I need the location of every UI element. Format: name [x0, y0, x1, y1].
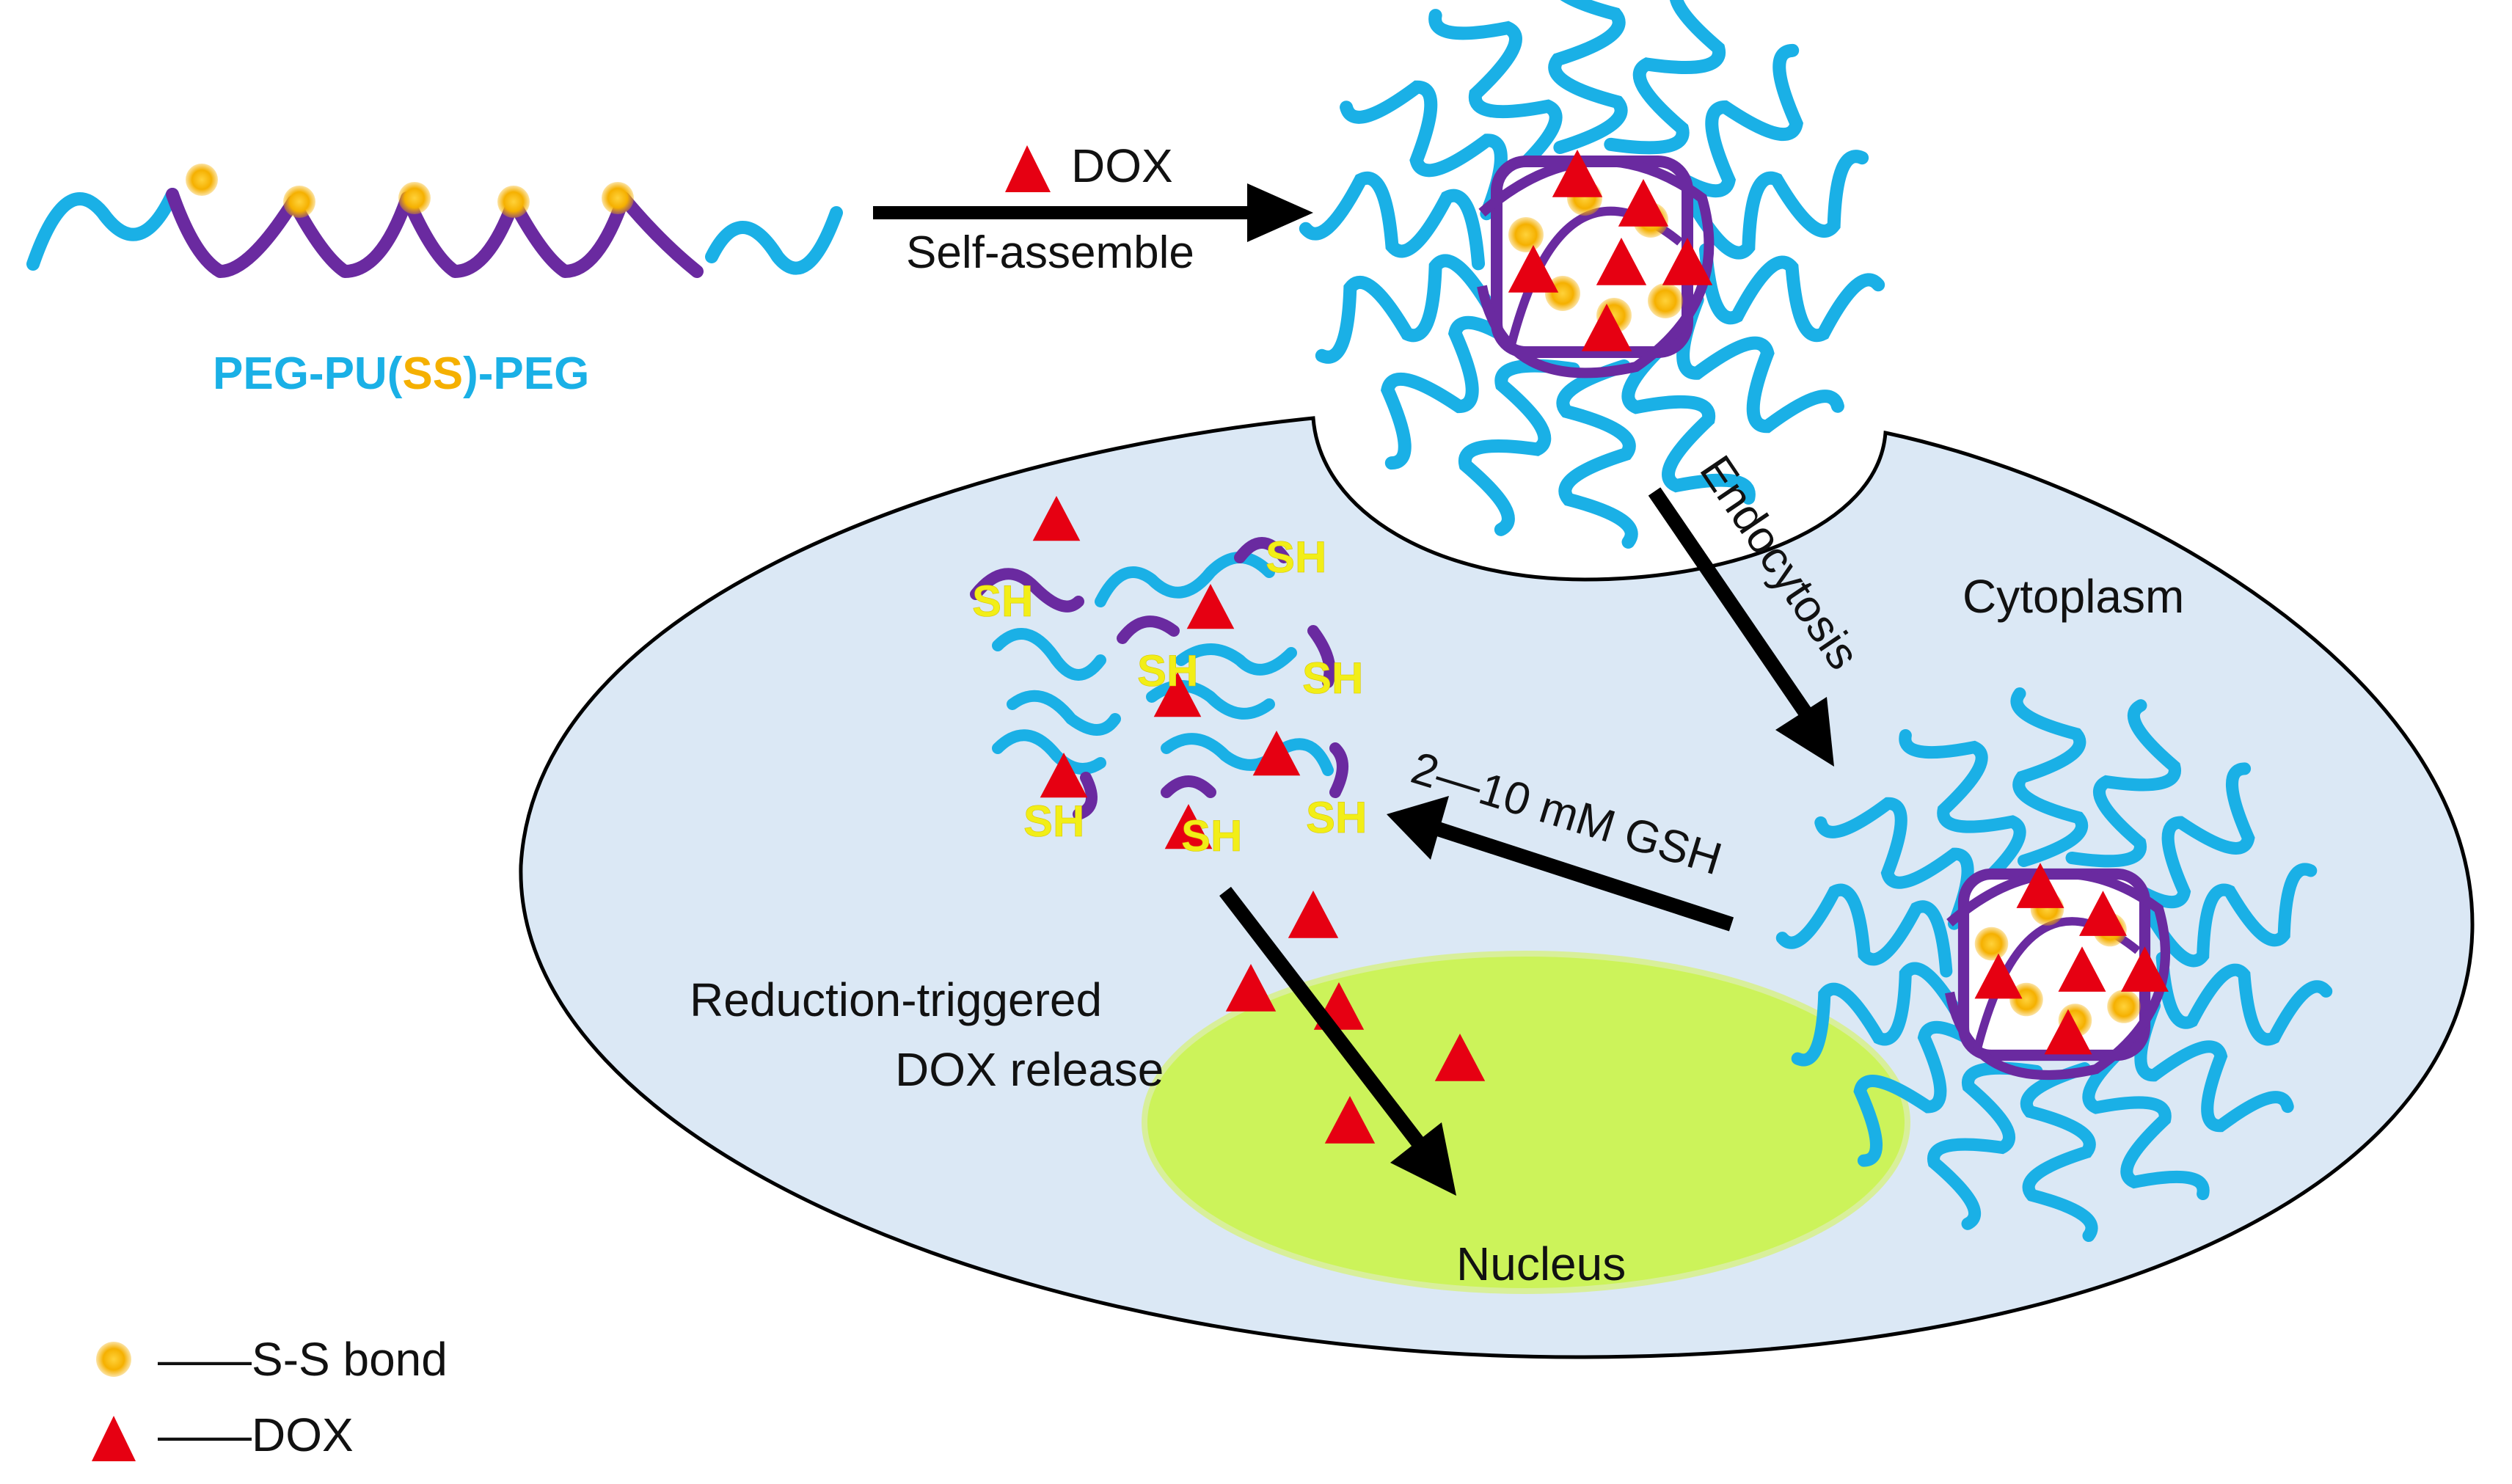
dox-triangle-icon — [1288, 891, 1339, 938]
dox-triangle-icon — [1552, 150, 1603, 197]
dox-triangle-icon — [1186, 584, 1235, 629]
ss-bond-icon — [497, 186, 530, 218]
dox-triangle-icon — [1040, 753, 1088, 798]
dox-triangle-icon — [1252, 731, 1301, 776]
dox-triangle-icon — [1508, 245, 1559, 293]
release-label-line1: Reduction-triggered — [690, 973, 1102, 1026]
gsh-arrow — [1387, 796, 1734, 932]
dox-triangle-icon — [2121, 946, 2169, 992]
dox-triangle-icon — [92, 1416, 136, 1461]
dox-label: DOX — [1071, 139, 1173, 192]
legend-dox: ——DOX — [158, 1408, 354, 1461]
ss-bond-icon — [398, 182, 431, 214]
dox-triangle-icon — [1974, 953, 2023, 999]
release-arrow — [1219, 886, 1456, 1196]
dox-triangle-icon — [1153, 672, 1202, 717]
ss-bond-icon — [1648, 283, 1683, 318]
thiol-label: SH — [972, 577, 1033, 626]
dox-triangle-icon — [1662, 238, 1713, 285]
dox-triangle-icon — [1324, 1096, 1376, 1144]
ss-bond-icon — [1508, 217, 1544, 252]
polymer-label-ss: SS — [402, 348, 463, 399]
polymer-label: PEG-PU(SS)-PEG — [213, 348, 589, 399]
dox-triangle-icon — [2044, 1009, 2092, 1055]
ss-bond-icon — [2107, 990, 2141, 1023]
polymer-label-peg-right: )-PEG — [463, 348, 589, 399]
release-label-line2: DOX release — [895, 1043, 1164, 1096]
micelle-icon — [1299, 0, 1885, 549]
legend-ss-bond: ——S-S bond — [158, 1333, 448, 1386]
endocytosis-arrow — [1648, 487, 1834, 767]
ss-bond-icon — [186, 164, 218, 196]
ss-bond-icon — [96, 1342, 131, 1377]
dox-triangle-icon — [1581, 304, 1632, 351]
dox-triangle-icon — [1225, 964, 1277, 1012]
ss-bond-icon — [1974, 926, 2009, 961]
disassembled-polymer: SH SH SH SH SH SH SH — [970, 496, 1368, 860]
nucleus-label: Nucleus — [1456, 1238, 1626, 1290]
thiol-label: SH — [1023, 797, 1084, 846]
cytoplasm-label: Cytoplasm — [1962, 570, 2184, 623]
dox-triangle-icon — [1434, 1034, 1486, 1081]
dox-triangle-icon — [1164, 804, 1213, 849]
thiol-label: SH — [1181, 811, 1242, 860]
ss-bond-icon — [283, 186, 315, 218]
thiol-label: SH — [1137, 646, 1198, 695]
dox-triangle-icon — [2016, 863, 2064, 908]
dox-triangle-icon — [1618, 179, 1669, 227]
dox-triangle-icon — [2079, 891, 2127, 936]
thiol-label: SH — [1306, 793, 1367, 842]
legend: ——S-S bond ——DOX — [92, 1333, 448, 1461]
dox-triangle-icon — [2058, 946, 2106, 992]
thiol-label: SH — [1266, 533, 1326, 582]
polymer-chain — [26, 188, 843, 278]
ss-bond-icon — [602, 182, 634, 214]
dox-triangle-icon — [1596, 238, 1647, 285]
self-assemble-label: Self-assemble — [906, 227, 1194, 278]
micelle-icon — [1775, 687, 2333, 1243]
thiol-label: SH — [1302, 654, 1363, 703]
dox-triangle-icon — [1032, 496, 1081, 541]
polymer-label-peg-left: PEG-PU( — [213, 348, 403, 399]
cell-membrane — [519, 416, 2475, 1359]
ss-bond-dots — [186, 164, 634, 218]
dox-triangle-icon — [1005, 145, 1051, 192]
self-assemble-arrow — [873, 183, 1313, 242]
